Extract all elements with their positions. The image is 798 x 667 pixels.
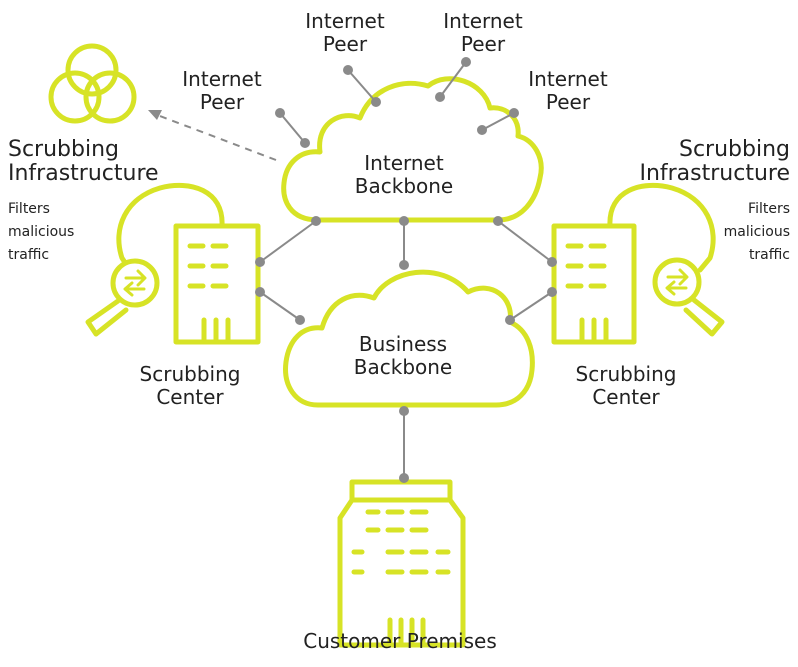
scrubbing-infra-line1: Scrubbing	[679, 137, 790, 162]
customer-building-icon	[337, 479, 466, 648]
center-line1: Scrubbing	[139, 362, 241, 386]
scrubbing-infra-line2: Infrastructure	[639, 161, 790, 186]
scrubbing-infrastructure-right-title: Scrubbing Infrastructure	[639, 138, 790, 186]
scrubbing-infra-line1: Scrubbing	[8, 137, 119, 162]
peer-line2: Peer	[460, 32, 506, 56]
internet-backbone-line2: Backbone	[354, 174, 454, 198]
peer-line1: Internet	[305, 9, 385, 33]
scrubbing-infrastructure-right-desc: Filters malicious traffic	[724, 198, 790, 267]
peer-line2: Peer	[545, 90, 591, 114]
business-backbone-label: Business Backbone	[330, 333, 476, 379]
internet-backbone-cloud	[281, 76, 544, 223]
peer-line1: Internet	[182, 67, 262, 91]
business-backbone-line2: Backbone	[353, 355, 453, 379]
peer-line1: Internet	[528, 67, 608, 91]
network-nodes	[255, 57, 557, 483]
desc-line3: traffic	[748, 247, 790, 263]
peer-line2: Peer	[322, 32, 368, 56]
peer-line1: Internet	[443, 9, 523, 33]
desc-line1: Filters	[748, 201, 790, 217]
scrubbing-center-right-icon	[551, 182, 725, 345]
desc-line2: malicious	[723, 224, 790, 240]
desc-line3: traffic	[8, 247, 50, 263]
scrubbing-center-right-label: Scrubbing Center	[554, 363, 698, 409]
desc-line1: Filters	[8, 201, 50, 217]
scrubbing-infrastructure-left-title: Scrubbing Infrastructure	[8, 138, 159, 186]
scrubbing-center-left-icon	[85, 182, 261, 345]
internet-peer-label: Internet Peer	[172, 68, 272, 114]
desc-line2: malicious	[8, 224, 75, 240]
internet-peer-label: Internet Peer	[428, 10, 538, 56]
network-links	[148, 61, 553, 478]
internet-peer-label: Internet Peer	[518, 68, 618, 114]
scrubbing-infra-line2: Infrastructure	[8, 161, 159, 186]
scrubbing-infrastructure-left-desc: Filters malicious traffic	[8, 198, 74, 267]
center-line2: Center	[592, 385, 660, 409]
business-backbone-cloud	[283, 269, 535, 408]
internet-backbone-label: Internet Backbone	[336, 152, 472, 198]
business-backbone-line1: Business	[358, 332, 448, 356]
internet-peer-label: Internet Peer	[290, 10, 400, 56]
internet-backbone-line1: Internet	[364, 151, 444, 175]
center-line2: Center	[156, 385, 224, 409]
customer-premises-label: Customer Premises	[303, 629, 497, 653]
venn-circles-icon	[48, 43, 137, 124]
scrubbing-center-left-label: Scrubbing Center	[118, 363, 262, 409]
center-line1: Scrubbing	[575, 362, 677, 386]
peer-line2: Peer	[199, 90, 245, 114]
